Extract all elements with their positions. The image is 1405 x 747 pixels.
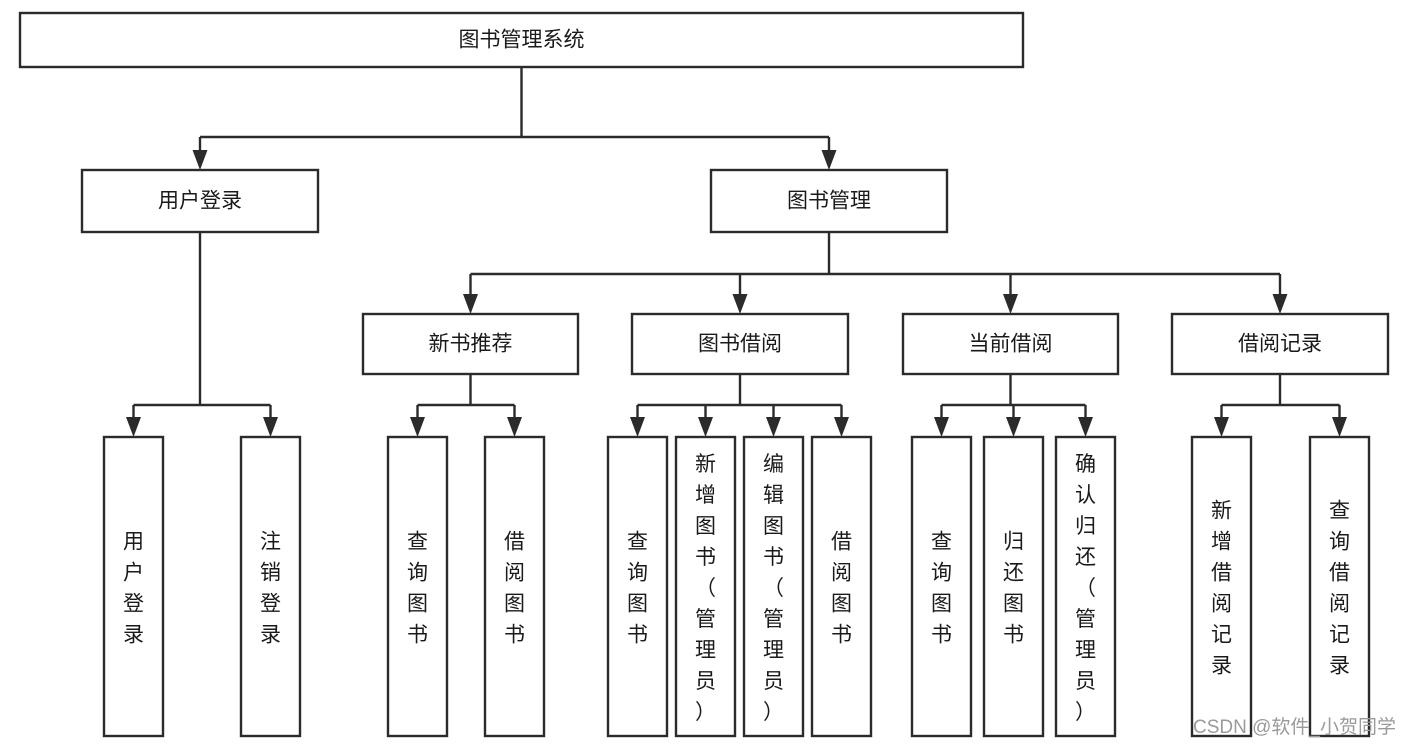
node-recommend-query-book[interactable]: 查询图书 xyxy=(386,435,449,738)
node-label-borrow-borrow-book: 借阅图书 xyxy=(831,531,852,647)
node-box-record-query[interactable] xyxy=(1308,435,1371,738)
root-branch-1-arrowhead xyxy=(821,150,837,170)
node-root[interactable]: 图书管理系统 xyxy=(18,11,1025,69)
node-box-current-borrow[interactable] xyxy=(901,312,1120,376)
node-box-recommend-query-book[interactable] xyxy=(386,435,449,738)
book-manage-branch-2-arrowhead xyxy=(1003,294,1018,314)
node-current-borrow[interactable]: 当前借阅 xyxy=(901,312,1120,376)
node-box-user-logout[interactable] xyxy=(239,435,302,738)
node-box-current-return-book[interactable] xyxy=(982,435,1045,738)
node-box-borrow-borrow-book[interactable] xyxy=(810,435,873,738)
current-borrow-branch-1-arrowhead xyxy=(1006,417,1021,437)
node-box-user-login[interactable] xyxy=(80,168,320,234)
node-borrow-record[interactable]: 借阅记录 xyxy=(1170,312,1390,376)
node-record-query[interactable]: 查询借阅记录 xyxy=(1308,435,1371,738)
node-label-book-borrow: 图书借阅 xyxy=(698,333,782,356)
node-box-borrow-query-book[interactable] xyxy=(606,435,669,738)
node-label-record-add: 新增借阅记录 xyxy=(1211,500,1232,678)
node-borrow-query-book[interactable]: 查询图书 xyxy=(606,435,669,738)
book-borrow-branch-3-arrowhead xyxy=(834,417,849,437)
node-box-borrow-add-book[interactable] xyxy=(674,435,737,738)
node-current-confirm-return[interactable]: 确认归还（管理员） xyxy=(1054,435,1117,738)
node-label-new-book-recommend: 新书推荐 xyxy=(429,333,513,356)
node-label-current-confirm-return: 确认归还（管理员） xyxy=(1075,453,1096,724)
node-label-borrow-query-book: 查询图书 xyxy=(627,531,648,647)
node-label-borrow-add-book: 新增图书（管理员） xyxy=(695,453,716,724)
current-borrow-branch-2-arrowhead xyxy=(1078,417,1093,437)
node-recommend-borrow-book[interactable]: 借阅图书 xyxy=(483,435,546,738)
node-label-book-manage: 图书管理 xyxy=(787,190,871,213)
node-label-current-borrow: 当前借阅 xyxy=(969,333,1053,356)
node-user-login[interactable]: 用户登录 xyxy=(80,168,320,234)
book-manage-branch-0-arrowhead xyxy=(463,294,478,314)
node-box-record-add[interactable] xyxy=(1190,435,1253,738)
node-label-user-logout: 注销登录 xyxy=(260,531,281,647)
node-new-book-recommend[interactable]: 新书推荐 xyxy=(361,312,580,376)
node-label-recommend-borrow-book: 借阅图书 xyxy=(504,531,525,647)
node-label-current-query-book: 查询图书 xyxy=(931,531,952,647)
node-user-logout[interactable]: 注销登录 xyxy=(239,435,302,738)
node-label-user-login: 用户登录 xyxy=(158,190,242,213)
node-box-borrow-edit-book[interactable] xyxy=(742,435,805,738)
new-book-recommend-branch-0-arrowhead xyxy=(410,417,425,437)
node-box-book-borrow[interactable] xyxy=(630,312,850,376)
node-label-current-return-book: 归还图书 xyxy=(1003,531,1024,647)
node-user-login-do[interactable]: 用户登录 xyxy=(102,435,165,738)
user-login-branch-1-arrowhead xyxy=(263,417,278,437)
node-label-borrow-edit-book: 编辑图书（管理员） xyxy=(763,453,784,724)
node-label-borrow-record: 借阅记录 xyxy=(1238,333,1322,356)
csdn-watermark: CSDN @软件_小贺同学 xyxy=(1193,716,1396,738)
book-borrow-branch-2-arrowhead xyxy=(766,417,781,437)
node-box-recommend-borrow-book[interactable] xyxy=(483,435,546,738)
node-box-borrow-record[interactable] xyxy=(1170,312,1390,376)
connectors-layer xyxy=(126,67,1347,437)
node-label-user-login-do: 用户登录 xyxy=(123,531,144,647)
root-branch-0-arrowhead xyxy=(192,150,208,170)
user-login-branch-0-arrowhead xyxy=(126,417,141,437)
node-box-root[interactable] xyxy=(18,11,1025,69)
node-current-return-book[interactable]: 归还图书 xyxy=(982,435,1045,738)
book-borrow-branch-1-arrowhead xyxy=(698,417,713,437)
current-borrow-branch-0-arrowhead xyxy=(934,417,949,437)
node-borrow-edit-book[interactable]: 编辑图书（管理员） xyxy=(742,435,805,738)
borrow-record-branch-1-arrowhead xyxy=(1332,417,1347,437)
node-box-book-manage[interactable] xyxy=(709,168,949,234)
node-label-root: 图书管理系统 xyxy=(459,29,585,52)
node-borrow-borrow-book[interactable]: 借阅图书 xyxy=(810,435,873,738)
book-manage-branch-3-arrowhead xyxy=(1272,294,1288,314)
node-current-query-book[interactable]: 查询图书 xyxy=(910,435,973,738)
node-record-add[interactable]: 新增借阅记录 xyxy=(1190,435,1253,738)
nodes-layer: 图书管理系统用户登录用户登录注销登录图书管理新书推荐查询图书借阅图书图书借阅查询… xyxy=(18,11,1390,738)
node-box-current-query-book[interactable] xyxy=(910,435,973,738)
new-book-recommend-branch-1-arrowhead xyxy=(507,417,522,437)
book-borrow-branch-0-arrowhead xyxy=(630,417,645,437)
book-manage-branch-1-arrowhead xyxy=(732,294,748,314)
node-borrow-add-book[interactable]: 新增图书（管理员） xyxy=(674,435,737,738)
node-label-recommend-query-book: 查询图书 xyxy=(407,531,428,647)
borrow-record-branch-0-arrowhead xyxy=(1214,417,1229,437)
node-box-user-login-do[interactable] xyxy=(102,435,165,738)
node-box-new-book-recommend[interactable] xyxy=(361,312,580,376)
node-label-record-query: 查询借阅记录 xyxy=(1329,500,1350,678)
node-book-borrow[interactable]: 图书借阅 xyxy=(630,312,850,376)
node-box-current-confirm-return[interactable] xyxy=(1054,435,1117,738)
node-book-manage[interactable]: 图书管理 xyxy=(709,168,949,234)
